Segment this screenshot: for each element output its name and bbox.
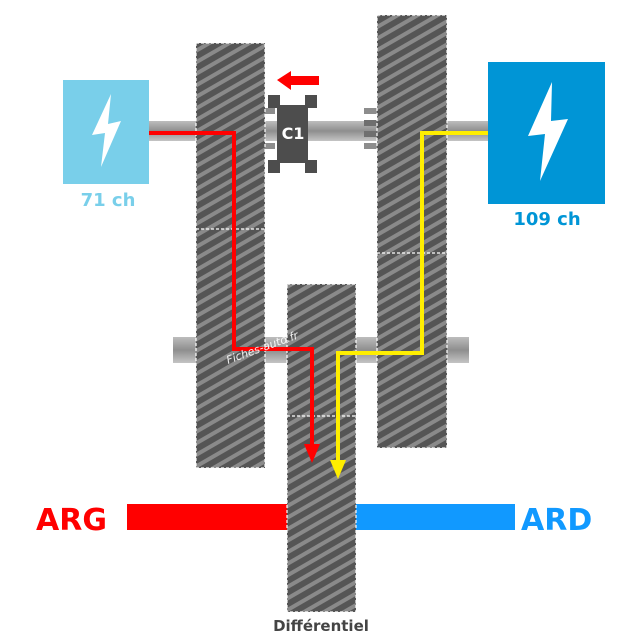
left-gear	[195, 42, 266, 469]
right-gear	[376, 14, 448, 449]
lightning-bolt-icon	[528, 82, 568, 181]
left-motor	[63, 80, 149, 184]
clutch-direction-arrow	[277, 71, 319, 90]
lightning-bolt-icon	[92, 94, 121, 167]
flow-arrowhead-red	[304, 444, 320, 463]
flow-path-left-motor	[149, 131, 320, 463]
differential-gear	[286, 283, 357, 613]
flow-arrowhead-yellow	[330, 460, 346, 479]
right-output-shaft	[355, 504, 515, 530]
left-motor-power: 71 ch	[81, 190, 136, 211]
right-gear-splines	[364, 108, 377, 149]
left-gear-splines	[265, 108, 275, 149]
right-motor-power: 109 ch	[513, 209, 580, 230]
output-left-label: ARG	[36, 503, 107, 538]
clutch-label: C1	[282, 124, 305, 143]
output-right-label: ARD	[521, 503, 592, 538]
flow-path-right-motor	[330, 131, 488, 479]
clutch-c1	[268, 95, 317, 173]
right-motor	[488, 62, 605, 204]
differential-label: Différentiel	[273, 617, 369, 635]
left-output-shaft	[127, 504, 289, 530]
